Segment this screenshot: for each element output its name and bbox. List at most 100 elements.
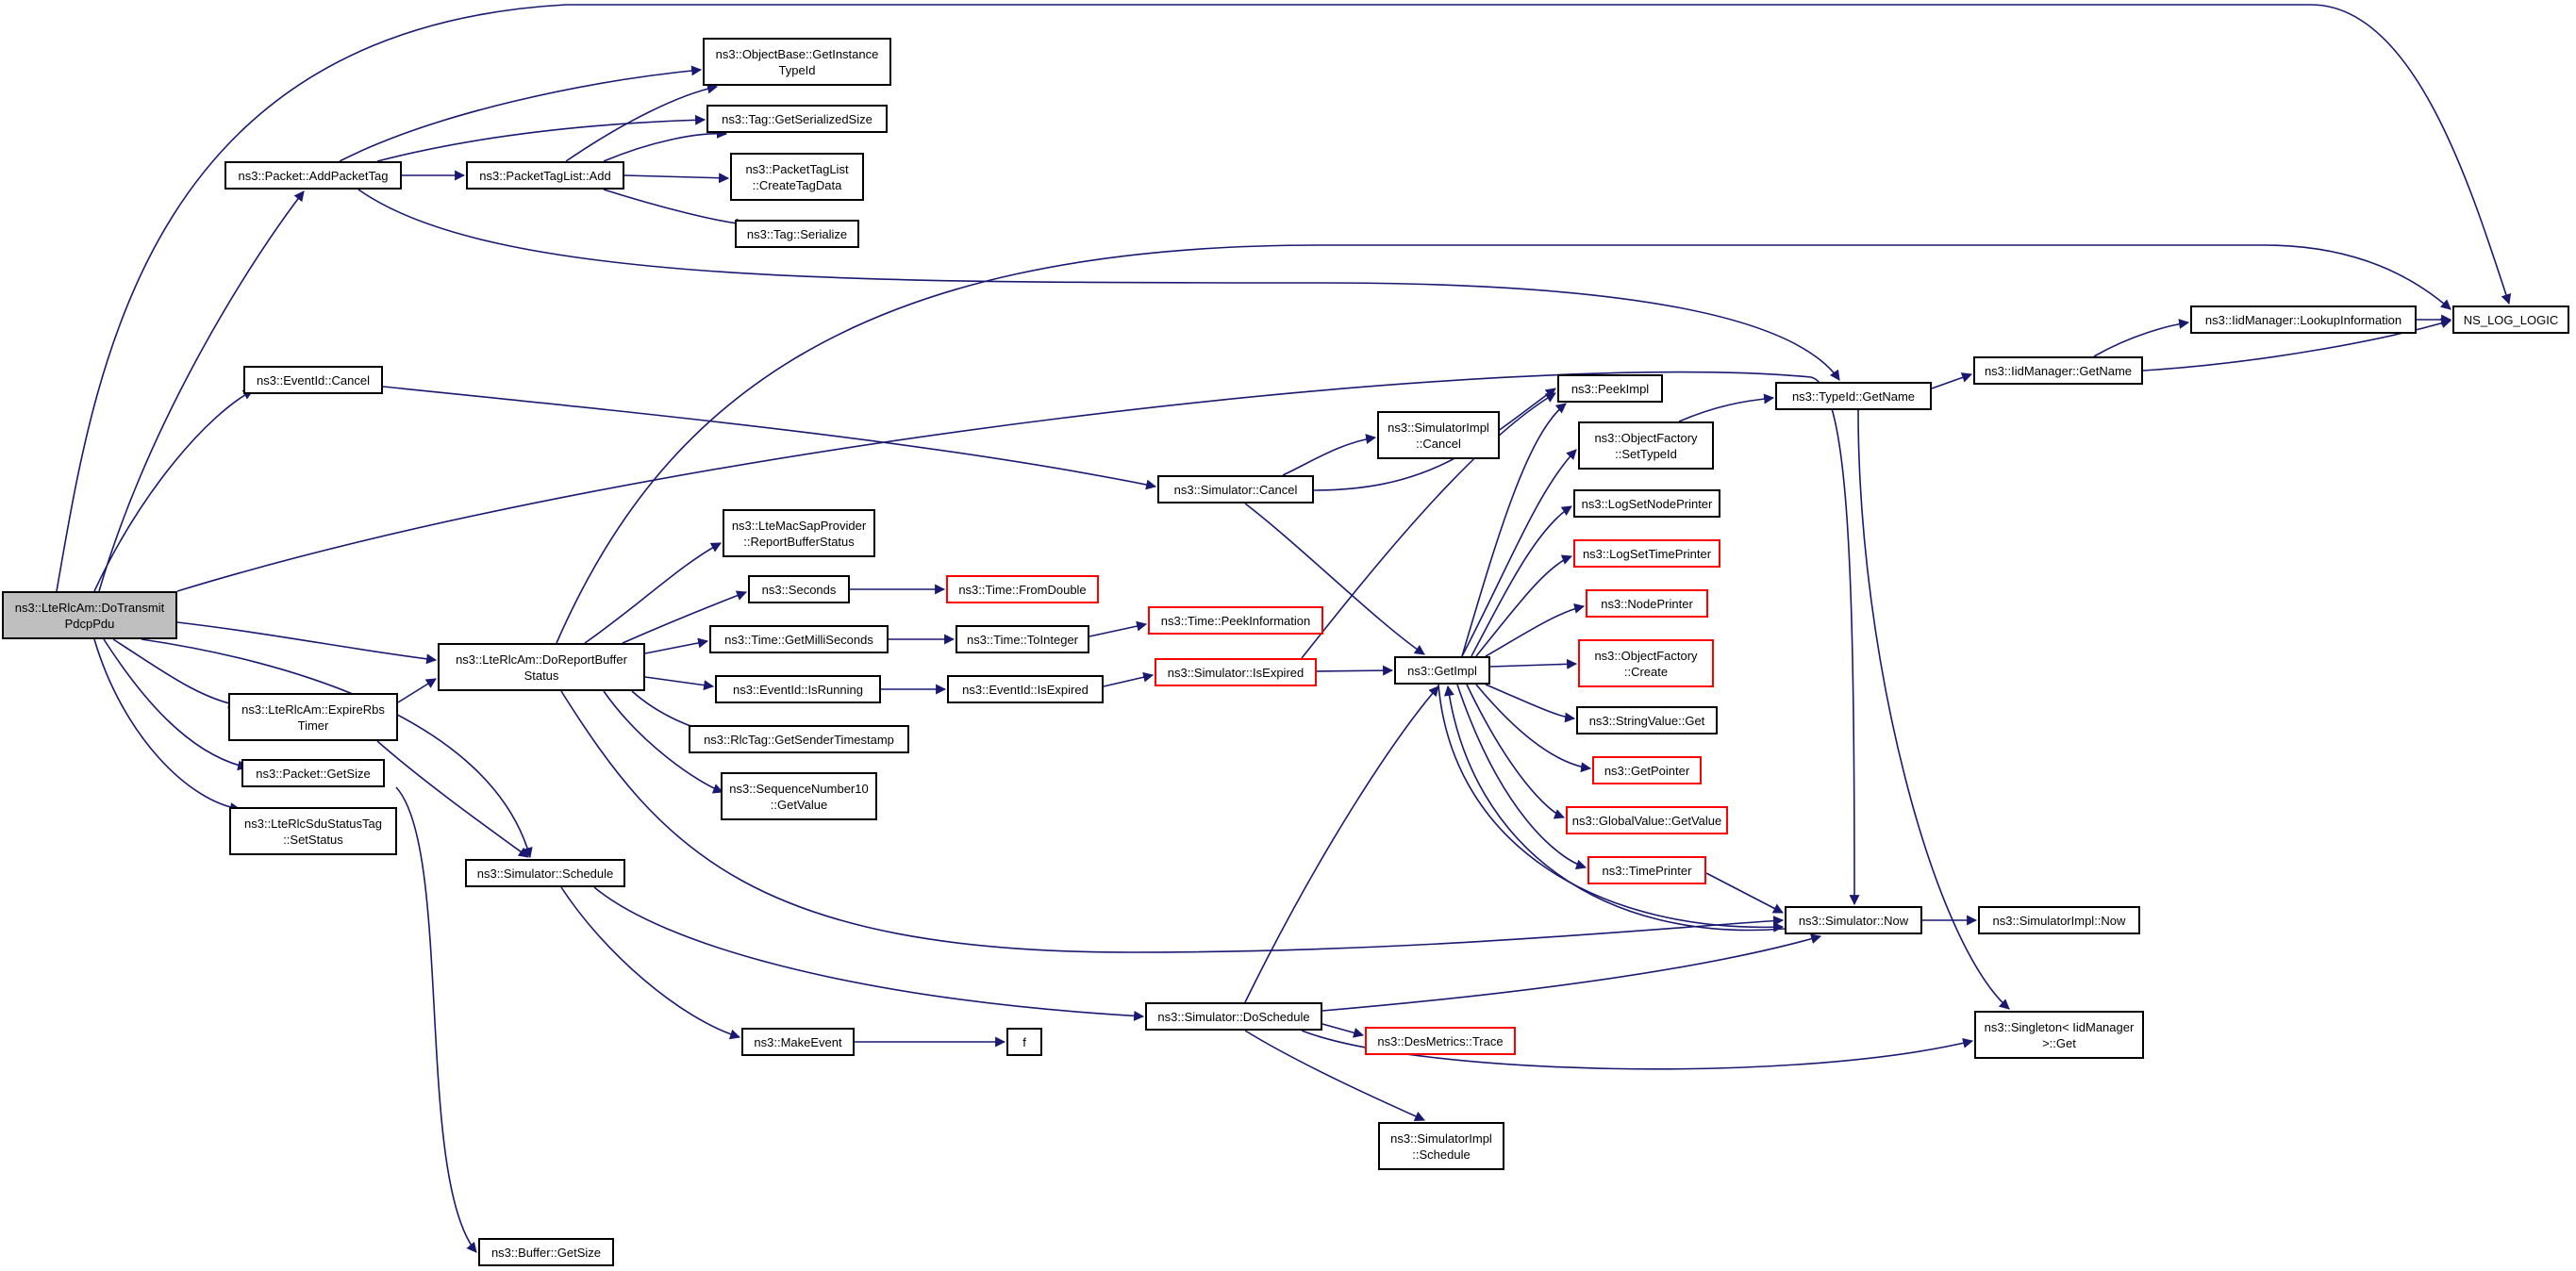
node-lte-rlc-am-do-transmit-pdcp-pdu: ns3::LteRlcAm::DoTransmit PdcpPdu (2, 591, 177, 639)
edge-simSchedule-to-makeEvent (560, 886, 741, 1040)
node-simulator-cancel[interactable]: ns3::Simulator::Cancel (1157, 475, 1314, 503)
node-packet-tag-list-create-tag-data[interactable]: ns3::PacketTagList ::CreateTagData (730, 153, 864, 201)
node-lte-mac-sap-provider-report-buffer-status[interactable]: ns3::LteMacSapProvider ::ReportBufferSta… (723, 509, 875, 557)
node-object-factory-create[interactable]: ns3::ObjectFactory ::Create (1578, 639, 1714, 687)
edge-simDoSchedule-to-simImplSchedule (1244, 1030, 1426, 1121)
node-get-pointer[interactable]: ns3::GetPointer (1592, 756, 1702, 784)
edge-doReportBuffer-to-seqNumGetValue (603, 690, 724, 794)
node-iid-manager-get-name[interactable]: ns3::IidManager::GetName (1973, 356, 2143, 385)
node-des-metrics-trace[interactable]: ns3::DesMetrics::Trace (1365, 1027, 1516, 1055)
edge-getImpl-to-simNow (1438, 684, 1785, 933)
node-lte-rlc-sdu-status-tag-set-status[interactable]: ns3::LteRlcSduStatusTag ::SetStatus (229, 807, 397, 855)
edge-getImpl-to-logSetNodePrinter (1471, 505, 1572, 657)
node-lte-rlc-am-do-report-buffer-status[interactable]: ns3::LteRlcAm::DoReportBuffer Status (438, 643, 645, 691)
node-simulator-now[interactable]: ns3::Simulator::Now (1785, 906, 1922, 934)
node-ns-log-logic[interactable]: NS_LOG_LOGIC (2452, 305, 2569, 334)
node-tag-serialize[interactable]: ns3::Tag::Serialize (735, 220, 859, 248)
node-buffer-get-size[interactable]: ns3::Buffer::GetSize (478, 1238, 614, 1266)
edge-addPacketTag-to-tagGetSerSize (376, 114, 706, 162)
edge-root-to-packetGetSize (103, 638, 249, 771)
edge-iidGetName-to-iidLookup (2093, 319, 2190, 357)
node-event-id-is-expired[interactable]: ns3::EventId::IsExpired (947, 675, 1104, 703)
edge-simCancel-to-getImpl (1244, 503, 1425, 655)
edge-timeToInteger-to-timePeekInfo (1089, 620, 1148, 637)
node-node-printer[interactable]: ns3::NodePrinter (1586, 589, 1708, 618)
node-sequence-number10-get-value[interactable]: ns3::SequenceNumber10 ::GetValue (721, 772, 877, 820)
node-time-from-double[interactable]: ns3::Time::FromDouble (946, 575, 1099, 603)
edge-root-to-sduStatusTag (93, 638, 241, 813)
node-packet-get-size[interactable]: ns3::Packet::GetSize (241, 759, 385, 787)
edge-packetTagListAdd-to-createTagData (623, 173, 730, 184)
node-packet-tag-list-add[interactable]: ns3::PacketTagList::Add (466, 161, 624, 190)
edge-simIsExpired-to-peekImpl (1301, 392, 1556, 659)
node-simulator-impl-schedule[interactable]: ns3::SimulatorImpl ::Schedule (1378, 1122, 1504, 1170)
node-get-impl[interactable]: ns3::GetImpl (1394, 656, 1490, 685)
edge-simSchedule-to-simDoSchedule (593, 886, 1145, 1021)
node-simulator-impl-now[interactable]: ns3::SimulatorImpl::Now (1978, 906, 2140, 934)
edge-iidGetName-to-nsLogLogic (2142, 318, 2452, 371)
node-event-id-cancel[interactable]: ns3::EventId::Cancel (243, 366, 383, 394)
node-lte-rlc-am-expire-rbs-timer[interactable]: ns3::LteRlcAm::ExpireRbs Timer (228, 693, 398, 741)
edge-root-to-eventIdCancel (93, 389, 254, 592)
node-simulator-schedule[interactable]: ns3::Simulator::Schedule (465, 859, 625, 887)
node-simulator-is-expired[interactable]: ns3::Simulator::IsExpired (1155, 658, 1317, 686)
node-object-base-get-instance-type-id[interactable]: ns3::ObjectBase::GetInstance TypeId (703, 38, 891, 86)
node-make-event[interactable]: ns3::MakeEvent (741, 1028, 855, 1056)
edge-getImpl-to-timePrinter (1456, 684, 1587, 870)
node-simulator-impl-cancel[interactable]: ns3::SimulatorImpl ::Cancel (1377, 411, 1500, 459)
node-seconds[interactable]: ns3::Seconds (748, 575, 850, 603)
node-type-id-get-name[interactable]: ns3::TypeId::GetName (1775, 382, 1932, 410)
edge-eventIdCancel-to-simCancel (382, 386, 1157, 490)
edge-root-to-simNow (176, 371, 1860, 906)
edge-getImpl-to-peekImpl (1461, 403, 1567, 657)
edge-typeIdGetName-to-singletonGet (1857, 409, 2010, 1010)
node-string-value-get[interactable]: ns3::StringValue::Get (1576, 706, 1718, 735)
edge-getImpl-to-getPointer (1475, 684, 1592, 773)
node-rlc-tag-get-sender-timestamp[interactable]: ns3::RlcTag::GetSenderTimestamp (689, 725, 909, 753)
node-object-factory-set-type-id[interactable]: ns3::ObjectFactory ::SetTypeId (1578, 421, 1714, 470)
node-event-id-is-running[interactable]: ns3::EventId::IsRunning (715, 675, 881, 703)
node-time-peek-information[interactable]: ns3::Time::PeekInformation (1148, 606, 1323, 635)
edge-doReportBuffer-to-eventIsRunning (644, 676, 715, 691)
edge-packetTagListAdd-to-objGetInstance (565, 83, 719, 162)
edge-doReportBuffer-to-nsLogLogic (556, 244, 2451, 644)
edge-simDoSchedule-to-getImpl (1244, 685, 1439, 1003)
edge-getImpl-to-stringValueGet (1485, 684, 1576, 723)
edge-simCancel-to-peekImpl (1313, 388, 1556, 491)
node-time-get-milli-seconds[interactable]: ns3::Time::GetMilliSeconds (709, 625, 889, 653)
edge-getImpl-to-logSetTimePrinter (1475, 554, 1573, 657)
edge-getImpl-to-objFactorySetTypeId (1461, 449, 1577, 657)
node-singleton-iid-manager-get[interactable]: ns3::Singleton< IidManager >::Get (1974, 1011, 2144, 1059)
edge-getImpl-to-objFactoryCreate (1489, 658, 1578, 669)
node-packet-add-packet-tag[interactable]: ns3::Packet::AddPacketTag (224, 161, 402, 190)
edge-doReportBuffer-to-simNow (560, 690, 1785, 953)
edge-getImpl-to-nodePrinter (1485, 602, 1586, 657)
edge-eventIsExpired-to-simIsExpired (1103, 671, 1155, 687)
edge-packetTagListAdd-to-tagSerialize (603, 189, 747, 229)
edge-doReportBuffer-to-seconds (622, 590, 748, 644)
edge-root-to-expireRbs (112, 638, 240, 709)
edge-simCancel-to-simImplCancel (1282, 434, 1377, 476)
edge-root-to-addPacketTag (98, 190, 305, 592)
edge-doReportBuffer-to-macSapReport (584, 542, 722, 644)
edge-expireRbs-to-doReportBuffer (397, 678, 437, 703)
node-peek-impl[interactable]: ns3::PeekImpl (1557, 374, 1663, 403)
node-tag-get-serialized-size[interactable]: ns3::Tag::GetSerializedSize (706, 105, 888, 133)
node-time-printer[interactable]: ns3::TimePrinter (1587, 856, 1706, 884)
node-iid-manager-lookup-information[interactable]: ns3::IidManager::LookupInformation (2190, 305, 2417, 334)
edge-root-to-nsLogLogic (56, 4, 2512, 592)
node-log-set-time-printer[interactable]: ns3::LogSetTimePrinter (1573, 539, 1720, 568)
edge-packetGetSize-to-bufferGetSize (395, 786, 477, 1253)
edge-root-to-doReportBuffer (176, 621, 438, 665)
edge-simNow-to-getImpl (1443, 685, 1786, 932)
node-f[interactable]: f (1006, 1028, 1042, 1056)
edge-addPacketTag-to-objGetInstance (339, 65, 703, 162)
edge-objFactorySetTypeId-to-typeIdGetName (1678, 393, 1775, 422)
node-time-to-integer[interactable]: ns3::Time::ToInteger (956, 625, 1089, 653)
edge-expireRbs-to-simSchedule (376, 740, 529, 858)
node-simulator-do-schedule[interactable]: ns3::Simulator::DoSchedule (1145, 1002, 1322, 1031)
node-global-value-get-value[interactable]: ns3::GlobalValue::GetValue (1566, 806, 1728, 834)
edge-packetTagListAdd-to-tagGetSerSize (603, 127, 728, 162)
node-log-set-node-printer[interactable]: ns3::LogSetNodePrinter (1573, 489, 1720, 518)
